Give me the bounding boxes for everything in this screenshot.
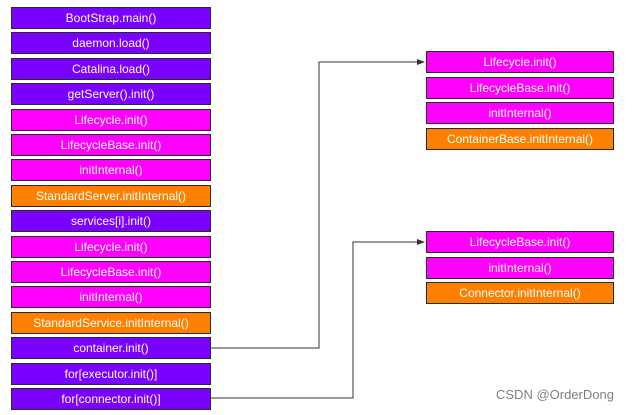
call-box-connector-initinternal-impl: Connector.initInternal()	[426, 282, 614, 304]
call-box-container-lifecycle-init: Lifecycle.init()	[426, 51, 614, 73]
call-box-bootstrap-main: BootStrap.main()	[11, 7, 211, 29]
call-box-connector-init: for[connector.init()]	[11, 388, 211, 410]
call-box-lifecycle-init: Lifecycle.init()	[11, 108, 211, 131]
call-box-container-initinternal: initInternal()	[426, 102, 614, 124]
call-box-standardserver-initinternal: StandardServer.initInternal()	[11, 184, 211, 207]
call-box-container-init: container.init()	[11, 337, 211, 360]
arrow-connector-init	[211, 239, 425, 399]
call-box-initinternal: initInternal()	[11, 159, 211, 182]
call-box-lifecyclebase-init: LifecycleBase.init()	[11, 134, 211, 156]
call-box-getserver-init: getServer().init()	[11, 83, 211, 106]
call-box-standardservice-initinternal: StandardService.initInternal()	[11, 311, 211, 334]
arrow-container-init	[211, 59, 425, 349]
call-box-connector-lifecyclebase-init: LifecycleBase.init()	[426, 231, 614, 253]
call-box-daemon-load: daemon.load()	[11, 32, 211, 55]
call-box-catalina-load: Catalina.load()	[11, 57, 211, 80]
csdn-watermark: CSDN @OrderDong	[496, 387, 614, 402]
call-box-lifecycle-init-2: Lifecycle.init()	[11, 235, 211, 258]
call-box-container-lifecyclebase-init: LifecycleBase.init()	[426, 76, 614, 99]
call-box-services-init: services[i].init()	[11, 210, 211, 233]
call-box-executor-init: for[executor.init()]	[11, 362, 211, 385]
call-box-initinternal-2: initInternal()	[11, 286, 211, 309]
call-box-lifecyclebase-init-2: LifecycleBase.init()	[11, 261, 211, 283]
call-box-connector-initinternal: initInternal()	[426, 256, 614, 279]
call-box-containerbase-initinternal: ContainerBase.initInternal()	[426, 127, 614, 150]
